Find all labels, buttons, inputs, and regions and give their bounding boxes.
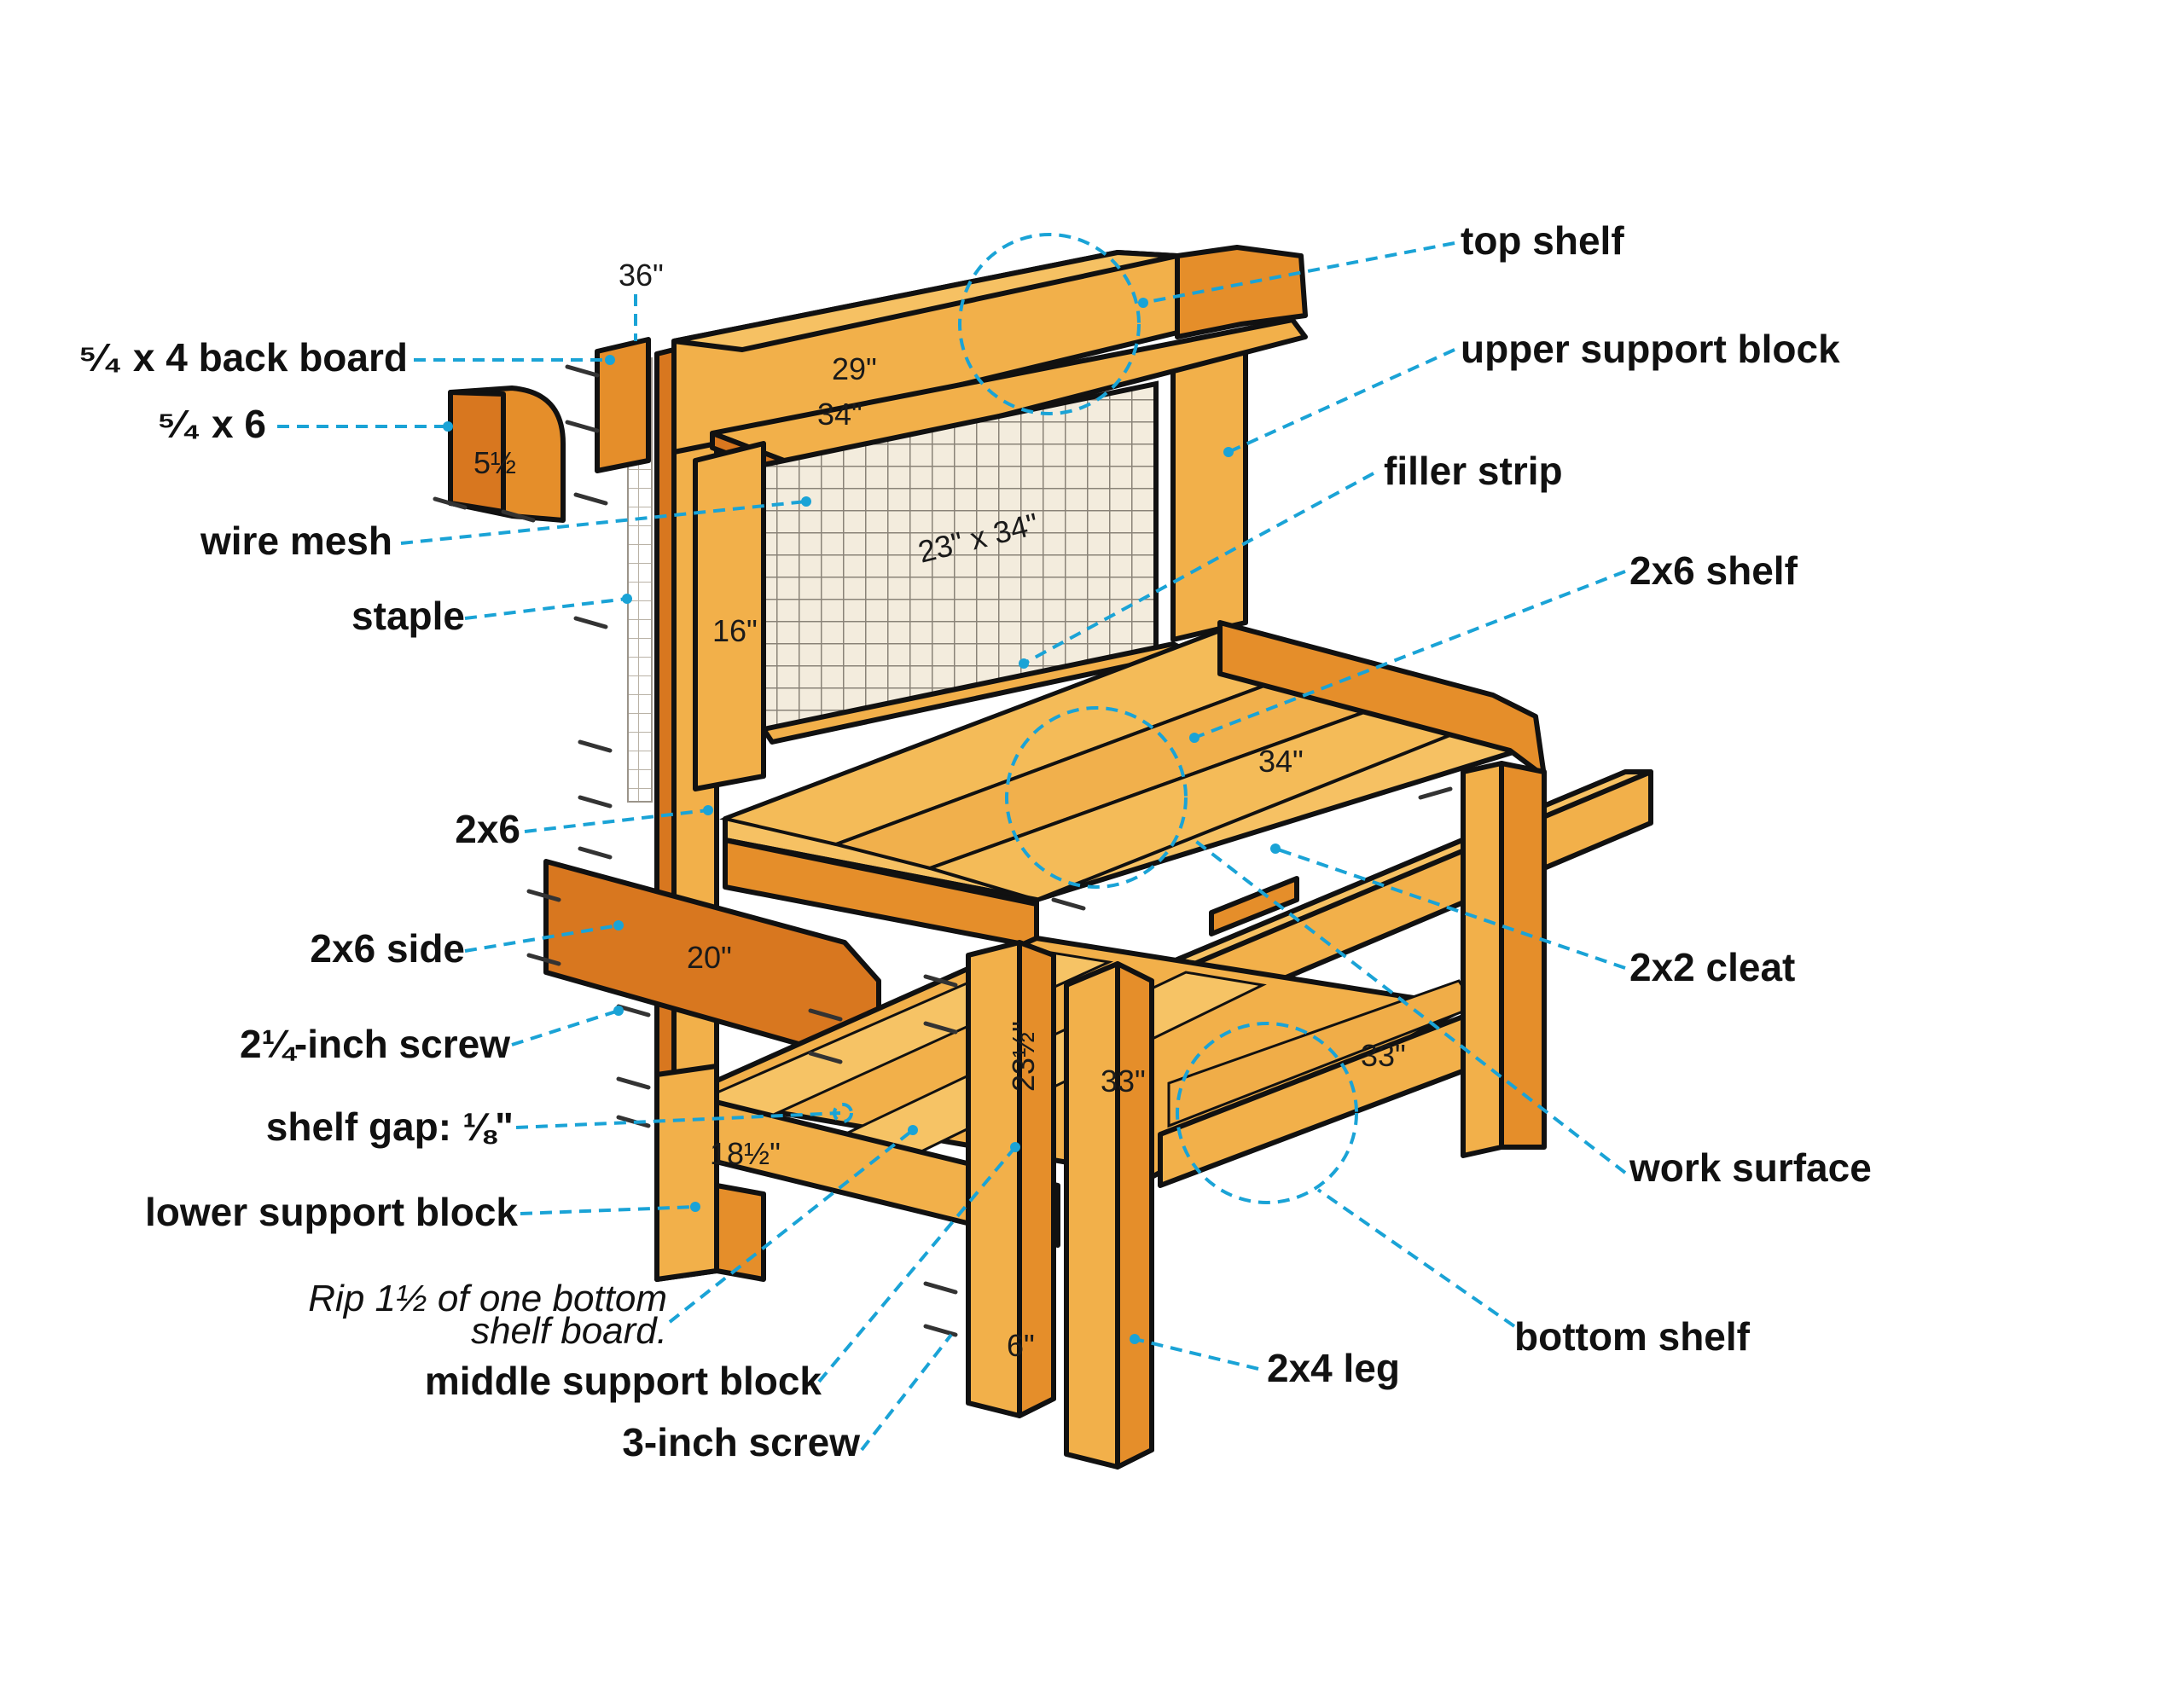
label-wire-mesh: wire mesh [200,519,392,563]
label-back-board: ⁵⁄₄ x 4 back board [78,335,408,380]
label-work-surface: work surface [1629,1145,1872,1190]
dim-34-top: 34" [817,397,863,432]
dimension-labels: 36" 29" 34" 5½ 23" x 34" 16" 34" 20" 23½… [473,258,1406,1363]
exploded-5-4x6-board [448,386,566,523]
back-board-loose [595,337,651,473]
label-filler-strip: filler strip [1384,449,1563,493]
label-3-inch-screw: 3-inch screw [622,1420,860,1464]
zoom-circle-top-shelf [958,233,1141,415]
dim-36: 36" [619,258,664,293]
label-shelf-gap: shelf gap: ⅛" [266,1104,514,1149]
work-surface-assembly [719,620,1547,949]
zoom-circle-bottom-shelf [1176,1022,1358,1204]
dim-29: 29" [832,351,877,386]
dim-20: 20" [687,940,732,975]
rail-2x2-cleat [1209,876,1299,936]
leader-lines [277,241,1627,1452]
label-2x2-cleat: 2x2 cleat [1629,945,1795,989]
back-assembly [595,245,1308,1282]
dim-34-work: 34" [1258,744,1304,779]
back-post-right [1170,339,1248,642]
zoom-circle-work-surface [1005,706,1188,889]
leg-back-right [1461,761,1504,1158]
leg-back-right-2 [1499,761,1547,1150]
label-middle-support-block: middle support block [425,1359,822,1403]
screws [433,364,1453,1337]
label-2x6-shelf: 2x6 shelf [1629,548,1798,593]
label-top-shelf: top shelf [1461,218,1624,263]
label-upper-support-block: upper support block [1461,327,1840,371]
dim-5-5: 5½ [473,445,516,480]
leg-back-left [654,1064,719,1282]
upper-support-block [1175,245,1308,339]
label-2x6: 2x6 [455,807,520,851]
label-bottom-shelf: bottom shelf [1514,1314,1751,1359]
label-staple: staple [351,594,465,638]
dim-33-leg: 33" [1101,1064,1146,1099]
back-upright-inner-left [693,441,766,791]
dim-16: 16" [712,613,758,648]
label-2x4-leg: 2x4 leg [1267,1346,1400,1390]
leg-mid-front-side [1017,940,1056,1418]
dim-6: 6" [1007,1328,1035,1363]
label-rip-note-line1: Rip 1½ of one bottom [308,1278,667,1319]
label-rip-note-line2: shelf board. [471,1310,667,1352]
leg-front-side [1115,961,1154,1470]
label-lower-support-block: lower support block [145,1190,518,1234]
label-5-4x6: ⁵⁄₄ x 6 [157,402,266,446]
label-2x6-side: 2x6 side [310,926,465,971]
label-2-25-inch-screw: 2¼-inch screw [240,1022,510,1066]
dim-18-5: 18½" [710,1136,781,1171]
dim-33-shelf: 33" [1361,1038,1406,1073]
dim-23-5: 23½" [1006,1021,1041,1092]
callout-labels: top shelf upper support block filler str… [78,218,1872,1464]
